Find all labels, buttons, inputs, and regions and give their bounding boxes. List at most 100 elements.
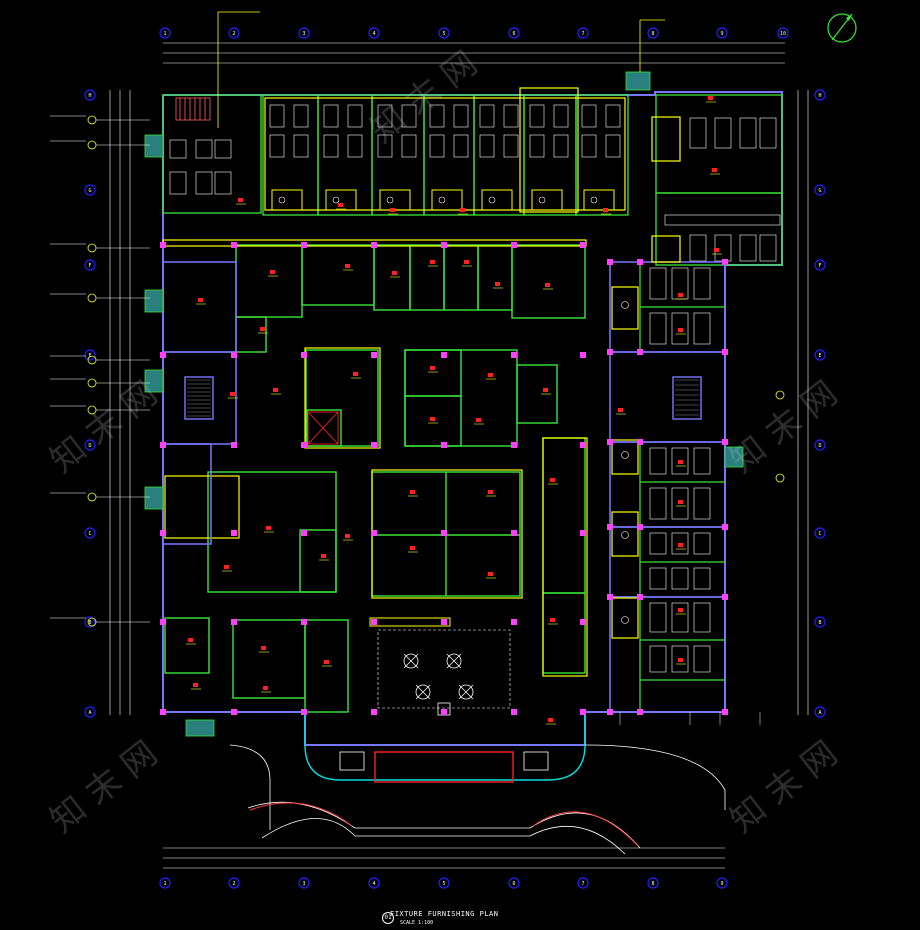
bed-icon bbox=[649, 645, 667, 673]
top-axis-label: 7 bbox=[581, 31, 584, 37]
drawing-scale: SCALE 1:100 bbox=[400, 920, 434, 926]
room-tag-mark bbox=[678, 658, 683, 662]
bed-icon bbox=[429, 134, 445, 158]
column-marker bbox=[441, 530, 447, 536]
column-marker bbox=[441, 442, 447, 448]
bed-icon bbox=[739, 234, 757, 262]
column-marker bbox=[371, 709, 377, 715]
column-marker bbox=[722, 524, 728, 530]
right-axis-bubble bbox=[814, 89, 826, 101]
toilet-icon bbox=[386, 196, 394, 204]
plan-number-badge: 01 bbox=[382, 912, 394, 924]
lobby-sofa-icons bbox=[403, 653, 474, 716]
right-callout-bubble bbox=[775, 390, 785, 400]
room-tag-mark bbox=[260, 327, 265, 331]
column-marker bbox=[637, 439, 643, 445]
column-marker bbox=[160, 242, 166, 248]
bed-icon bbox=[649, 267, 667, 300]
bottom-axis-label: 9 bbox=[720, 881, 723, 887]
top-axis-label: 3 bbox=[302, 31, 305, 37]
bottom-axis-bubble bbox=[438, 877, 450, 889]
column-marker bbox=[160, 442, 166, 448]
left-callout-bubble bbox=[87, 378, 97, 388]
right-axis-label: H bbox=[818, 93, 821, 99]
room-tag-mark bbox=[410, 546, 415, 550]
top-dimension-lines bbox=[163, 42, 785, 64]
left-callout-bubble bbox=[87, 243, 97, 253]
room-tag-mark bbox=[678, 293, 683, 297]
bottom-axis-label: 1 bbox=[163, 881, 166, 887]
top-axis-bubble bbox=[368, 27, 380, 39]
room-tag-mark bbox=[678, 608, 683, 612]
top-axis-bubble bbox=[647, 27, 659, 39]
top-axis-bubble bbox=[508, 27, 520, 39]
room-tag-mark bbox=[270, 270, 275, 274]
room-tag-mark bbox=[230, 392, 235, 396]
room-tag-mark bbox=[488, 373, 493, 377]
column-marker bbox=[301, 530, 307, 536]
top-axis-label: 8 bbox=[651, 31, 654, 37]
bottom-axis-label: 4 bbox=[372, 881, 375, 887]
bed-icon bbox=[693, 447, 711, 475]
top-axis-bubble bbox=[716, 27, 728, 39]
right-axis-label: A bbox=[818, 710, 821, 716]
upper-room-yellow-outline bbox=[264, 87, 626, 213]
column-marker bbox=[722, 594, 728, 600]
room-tags bbox=[186, 96, 722, 725]
bed-icon bbox=[195, 171, 213, 195]
room-tag-mark bbox=[392, 271, 397, 275]
column-marker bbox=[441, 619, 447, 625]
column-marker bbox=[607, 349, 613, 355]
room-tag-mark bbox=[430, 260, 435, 264]
room-tag-mark bbox=[548, 718, 553, 722]
room-tag-mark bbox=[410, 490, 415, 494]
bed-icon bbox=[429, 104, 445, 128]
column-marker bbox=[231, 442, 237, 448]
bed-icon bbox=[649, 312, 667, 345]
bed-icon bbox=[649, 602, 667, 633]
upper-room-band bbox=[162, 94, 783, 266]
left-core-hatch bbox=[187, 379, 211, 417]
left-axis-bubble bbox=[84, 89, 96, 101]
column-marker bbox=[441, 352, 447, 358]
bathroom-outline bbox=[481, 189, 513, 211]
bottom-axis-bubble bbox=[647, 877, 659, 889]
column-marker bbox=[511, 530, 517, 536]
bed-icon bbox=[377, 104, 393, 128]
bed-icon bbox=[759, 117, 777, 149]
column-marker bbox=[511, 709, 517, 715]
top-axis-label: 6 bbox=[512, 31, 515, 37]
left-axis-label: F bbox=[88, 263, 91, 269]
bed-icon bbox=[671, 567, 689, 590]
left-axis-bubble bbox=[84, 259, 96, 271]
bed-icon bbox=[649, 532, 667, 555]
column-marker bbox=[607, 524, 613, 530]
bed-icon bbox=[693, 567, 711, 590]
column-marker bbox=[637, 524, 643, 530]
bed-icon bbox=[693, 267, 711, 300]
column-marker bbox=[441, 242, 447, 248]
bed-icon bbox=[671, 602, 689, 633]
left-axis-label: A bbox=[88, 710, 91, 716]
column-marker bbox=[301, 242, 307, 248]
room-tag-mark bbox=[495, 282, 500, 286]
stair-runs bbox=[175, 97, 211, 121]
bed-icon bbox=[377, 134, 393, 158]
bottom-axis-bubble bbox=[716, 877, 728, 889]
bathroom-outline bbox=[583, 189, 615, 211]
bed-icon bbox=[293, 134, 309, 158]
bottom-dimension-lines bbox=[163, 847, 725, 869]
bed-icon bbox=[689, 234, 707, 262]
column-marker bbox=[231, 709, 237, 715]
bed-icon bbox=[689, 117, 707, 149]
bathroom-outline bbox=[431, 189, 463, 211]
column-marker bbox=[637, 349, 643, 355]
column-marker bbox=[637, 709, 643, 715]
left-axis-label: C bbox=[88, 531, 91, 537]
room-tag-mark bbox=[430, 417, 435, 421]
top-axis-bubble bbox=[777, 27, 789, 39]
bed-icon bbox=[214, 139, 232, 159]
